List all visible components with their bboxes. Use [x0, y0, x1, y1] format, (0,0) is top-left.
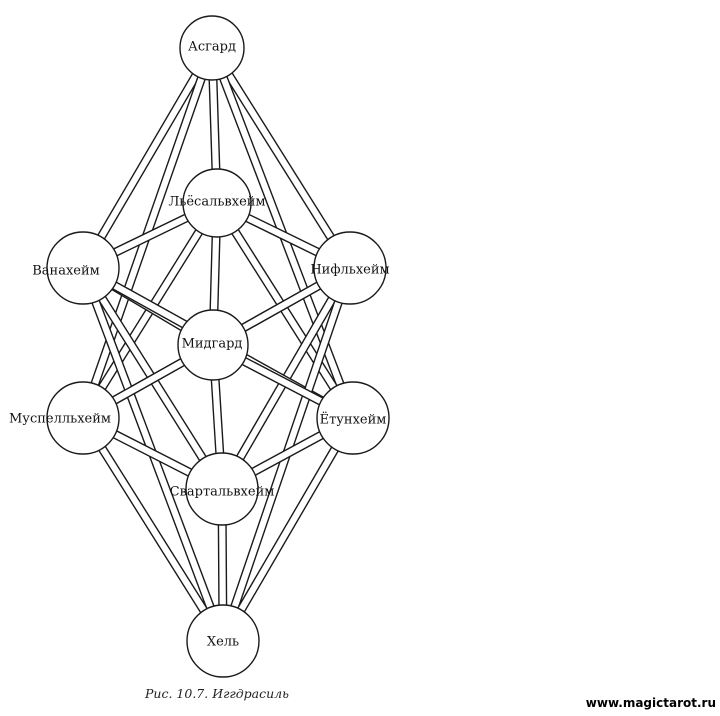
node-label: Ванахейм: [32, 264, 100, 279]
edge-jotunheim-hel: [219, 415, 357, 644]
node-lyossalfheim: Льёсальвхейм: [168, 168, 266, 238]
node-label: Мидгард: [182, 337, 243, 352]
node-label: Муспелльхейм: [9, 412, 111, 427]
figure-caption: Рис. 10.7. Иггдрасиль: [145, 686, 289, 701]
node-niflheim: Нифльхейм: [310, 231, 390, 305]
node-label: Свартальвхейм: [170, 485, 275, 500]
node-label: Асгард: [188, 40, 236, 55]
node-circle: [316, 381, 390, 455]
edge-lyossalfheim-jotunheim: [213, 200, 357, 421]
node-svartalfheim: Свартальвхейм: [170, 452, 275, 526]
node-circle: [179, 15, 245, 81]
node-circle: [46, 231, 120, 305]
node-vanaheim: Ванахейм: [32, 231, 120, 305]
node-label: Льёсальвхейм: [168, 195, 265, 210]
node-circle: [185, 452, 259, 526]
node-circle: [46, 381, 120, 455]
node-jotunheim: Ётунхейм: [316, 381, 390, 455]
node-midgard: Мидгард: [177, 309, 249, 381]
node-muspelheim: Муспелльхейм: [9, 381, 120, 455]
node-label: Ётунхейм: [320, 411, 387, 428]
node-label: Хель: [207, 635, 239, 650]
edge-asgard-niflheim: [208, 45, 354, 271]
edge-muspelheim-hel: [79, 415, 227, 644]
edge-asgard-vanaheim: [79, 45, 216, 271]
node-circle: [186, 604, 260, 678]
node-hel: Хель: [186, 604, 260, 678]
watermark: www.magictarot.ru: [585, 696, 716, 710]
node-circle: [182, 168, 252, 238]
node-circle: [177, 309, 249, 381]
node-circle: [313, 231, 387, 305]
node-asgard: Асгард: [179, 15, 245, 81]
node-label: Нифльхейм: [310, 263, 389, 278]
